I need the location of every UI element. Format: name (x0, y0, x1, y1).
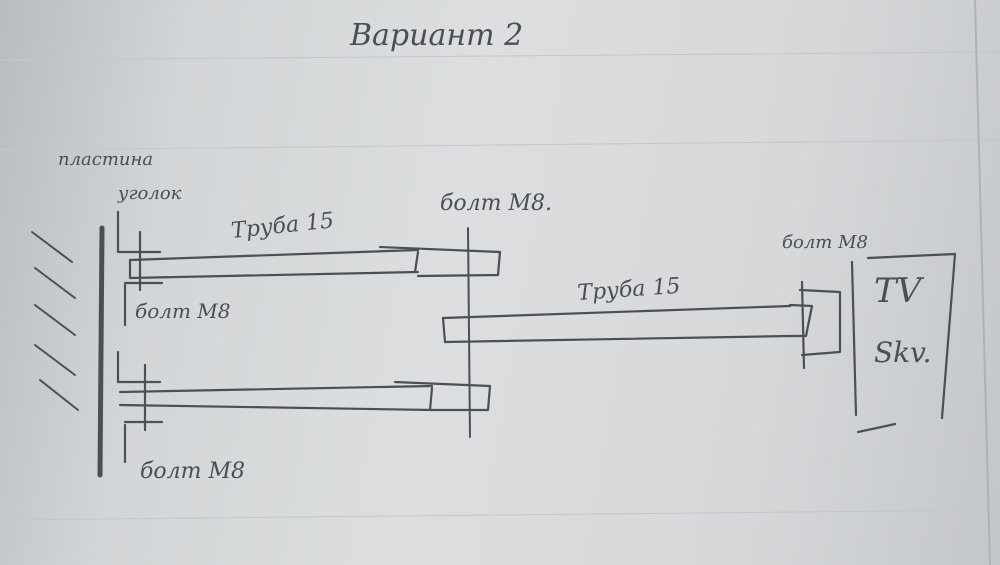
wall-hatching (31, 231, 79, 411)
wall-plate-label-line1: пластина (58, 149, 153, 170)
bolt-left-lower-label: болт M8 (140, 459, 245, 484)
right-bracket (798, 280, 842, 370)
wall-plate-label: пластина уголок (58, 149, 182, 204)
right-pipe (441, 303, 814, 344)
center-vertical-bolt (467, 227, 471, 438)
bolt-left-upper-label: болт M8 (135, 299, 231, 323)
bolt-top-right-label: болт M8. (440, 191, 552, 216)
upper-pipe (128, 245, 502, 280)
skv-label: Skv. (874, 336, 932, 369)
sketch-title: Вариант 2 (349, 18, 523, 53)
wall-line (97, 225, 105, 478)
pipe-top-label: Труба 15 (230, 208, 335, 244)
ruled-lines (0, 51, 1000, 521)
tv-box (850, 252, 957, 434)
upper-wall-bracket (116, 210, 164, 327)
page-edge (974, 0, 991, 565)
bolt-right-label: болт M8 (782, 232, 868, 253)
tv-label: TV (874, 271, 925, 311)
wall-plate-label-line2: уголок (117, 183, 182, 204)
pipe-right-label: Труба 15 (577, 274, 682, 306)
lower-wall-bracket (116, 350, 164, 464)
lower-pipe (118, 380, 492, 412)
